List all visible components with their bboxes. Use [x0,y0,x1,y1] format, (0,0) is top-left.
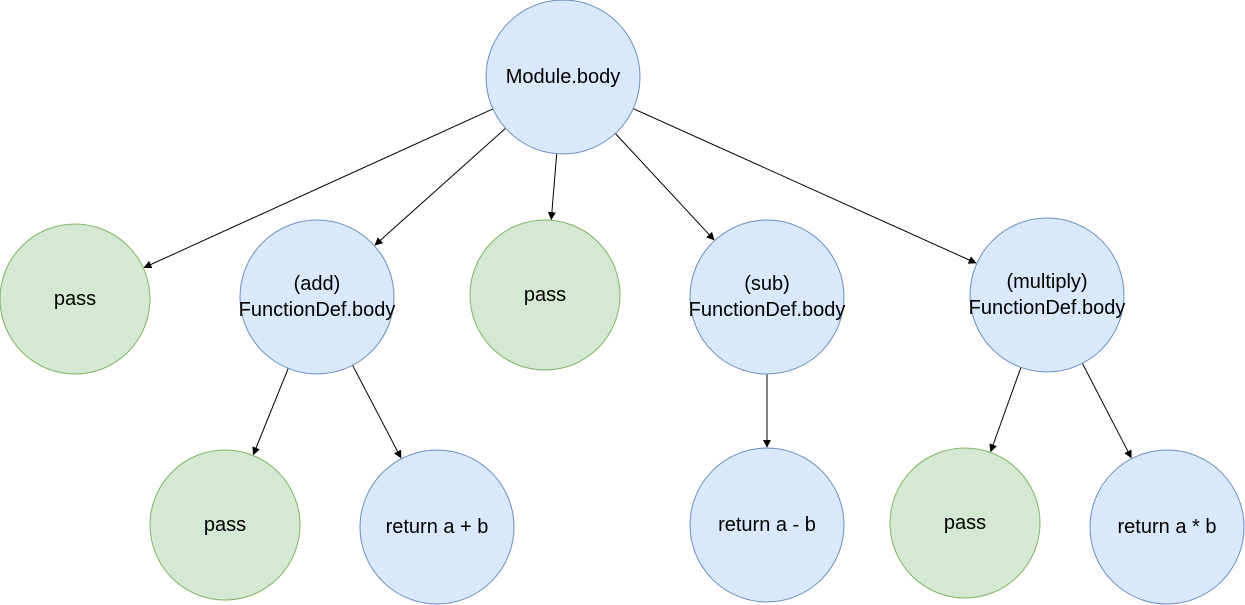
node-label: (multiply) [1006,271,1087,293]
edge-multiply-to-multiply_return [1081,363,1132,459]
node-label: return a - b [718,514,816,536]
node-add: (add) FunctionDef.body [239,219,396,375]
node-label: return a + b [386,516,489,538]
node-circle [889,447,1041,599]
node-circle [469,219,621,371]
node-label: FunctionDef.body [969,297,1126,319]
node-circle [969,217,1125,373]
node-circle [149,449,301,601]
node-circle [0,223,151,375]
edge-add-to-add_return [352,365,402,459]
node-circle [359,449,515,605]
node-circle [485,0,641,155]
node-multiply: (multiply) FunctionDef.body [969,217,1126,373]
edge-module-to-multiply [632,108,977,264]
node-multiply-pass: pass [889,447,1041,599]
node-circle [239,219,395,375]
edge-module-to-pass_2 [547,153,558,221]
node-label: FunctionDef.body [689,299,846,321]
edges-layer [143,108,1132,459]
edge-add-to-add_pass [252,368,289,456]
node-label: (sub) [744,273,790,295]
node-circle [689,219,845,375]
node-circle [689,447,845,603]
node-sub: (sub) FunctionDef.body [689,219,846,375]
node-label: pass [524,284,566,306]
node-add-pass: pass [149,449,301,601]
node-add-return: return a + b [359,449,515,605]
node-module: Module.body [485,0,641,155]
node-label: FunctionDef.body [239,299,396,321]
edge-module-to-sub [615,133,715,241]
edge-module-to-pass_1 [143,108,494,269]
node-label: Module.body [506,66,621,88]
node-label: pass [54,288,96,310]
node-sub-return: return a - b [689,447,845,603]
node-pass-1: pass [0,223,151,375]
node-label: pass [204,514,246,536]
node-multiply-return: return a * b [1089,449,1245,605]
node-pass-2: pass [469,219,621,371]
edge-multiply-to-multiply_pass [989,367,1022,453]
node-circle [1089,449,1245,605]
node-label: (add) [294,273,341,295]
node-label: pass [944,512,986,534]
edge-module-to-add [374,127,506,246]
node-label: return a * b [1118,516,1217,538]
